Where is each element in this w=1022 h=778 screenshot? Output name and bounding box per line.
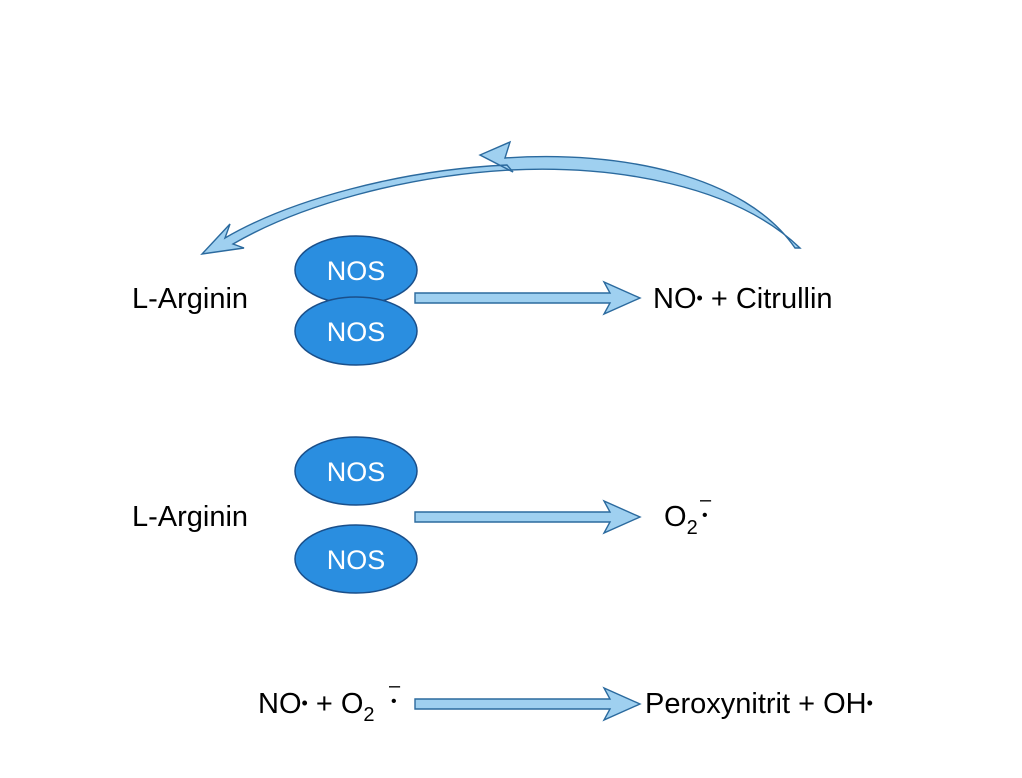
row3-no: NO xyxy=(258,688,302,720)
row1-substrate-label: L-Arginin xyxy=(132,283,248,315)
row3-reaction-arrow xyxy=(414,686,642,722)
row2-nos-pair: NOS NOS xyxy=(294,436,418,594)
row1-product-citrullin: + Citrullin xyxy=(703,283,833,315)
row1-nos-label-top: NOS xyxy=(327,256,386,286)
row2-nos-label-top: NOS xyxy=(327,457,386,487)
row3-reaction: NO• + O2 – • Peroxynitrit + OH• xyxy=(258,675,873,726)
row2-reaction: L-Arginin NOS NOS O2 – • xyxy=(132,436,712,594)
row1-product-label: NO• + Citrullin xyxy=(653,283,833,315)
row3-product-radical-dot: • xyxy=(867,693,873,713)
row1-reaction-arrow xyxy=(414,280,642,316)
row2-product-superscript: – xyxy=(700,489,712,511)
row2-product-o: O xyxy=(664,501,687,533)
row3-o-radical-dot: • xyxy=(391,693,397,710)
row1-nos-dimer: NOS NOS xyxy=(294,235,418,366)
recycle-arrow xyxy=(200,140,802,255)
row3-product-label: Peroxynitrit + OH• xyxy=(645,688,873,720)
recycle-arrow-body xyxy=(200,140,802,255)
row3-o-superscript: – xyxy=(389,675,401,697)
row1-reaction: L-Arginin NOS NOS NO• + Citrullin xyxy=(132,235,833,366)
row2-nos-ellipse-bottom xyxy=(294,524,418,594)
row1-product-radical-dot: • xyxy=(697,288,703,308)
row2-nos-label-bottom: NOS xyxy=(327,545,386,575)
row1-nos-ellipse-bottom xyxy=(294,296,418,366)
row3-reactants-label: NO• + O2 xyxy=(258,688,375,726)
row3-product-text: Peroxynitrit + OH xyxy=(645,688,867,720)
row3-o-subscript: 2 xyxy=(363,704,374,726)
row3-no-radical-dot: • xyxy=(302,693,308,713)
row2-product-sup-minus: – xyxy=(700,489,712,511)
row2-reaction-arrow xyxy=(414,499,642,535)
row3-plus-o: + O xyxy=(308,688,364,720)
row2-product-label: O2 xyxy=(664,501,698,539)
row2-product-subscript: 2 xyxy=(687,517,698,539)
row2-product-radical-dot: • xyxy=(702,507,708,524)
row1-nos-label-bottom: NOS xyxy=(327,317,386,347)
row2-substrate-label: L-Arginin xyxy=(132,501,248,533)
row2-nos-ellipse-top xyxy=(294,436,418,506)
row1-product-no: NO xyxy=(653,283,697,315)
